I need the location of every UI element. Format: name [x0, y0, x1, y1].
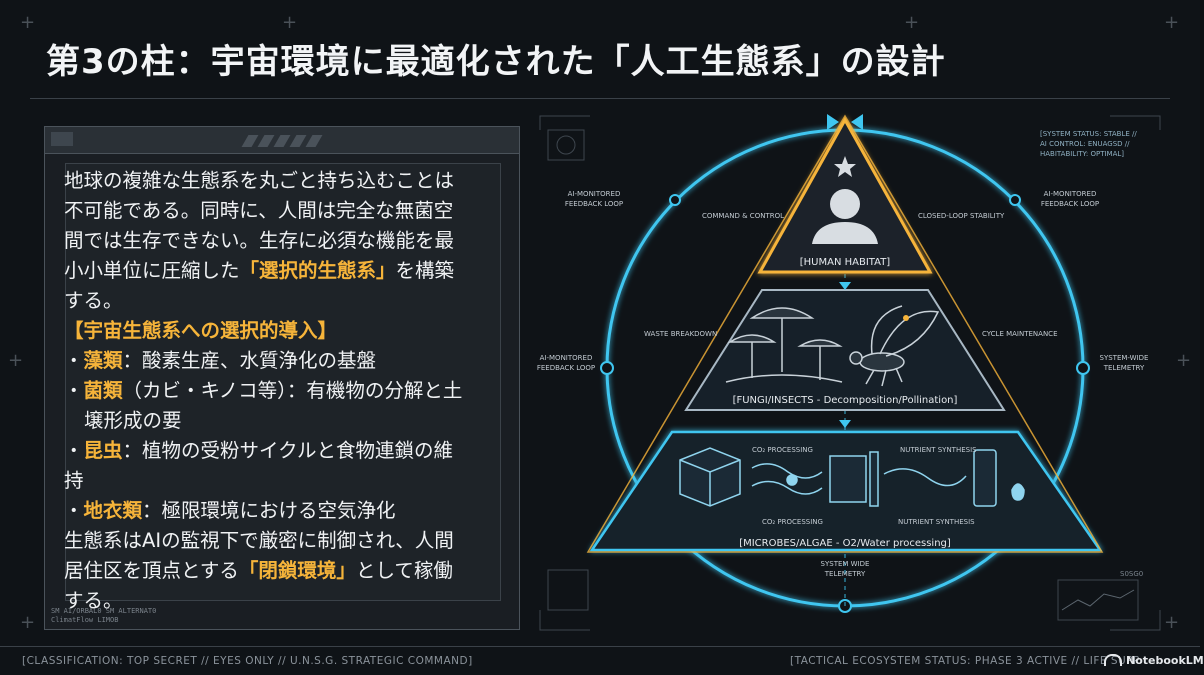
label-ai-loop-tl: AI-MONITORED [568, 190, 621, 198]
microbe-cube-icon [679, 447, 741, 507]
intro-paragraph: 地球の複雑な生態系を丸ごと持ち込むことは不可能である。同時に、人間は完全な無菌空… [64, 166, 464, 316]
star-icon [834, 156, 856, 177]
label-telemetry-b: TELEMETRY [824, 570, 866, 578]
human-icon [812, 156, 878, 244]
intro-text-end: を構築する。 [64, 259, 455, 312]
label-ai-loop-tl: FEEDBACK LOOP [565, 200, 623, 208]
corner-cross-icon: + [20, 12, 36, 33]
closing-text-end: として稼働する。 [64, 559, 453, 612]
status-line: HABITABILITY: OPTIMAL] [1040, 150, 1124, 158]
list-item-key: 昆虫 [83, 439, 123, 462]
brand-badge: NotebookLM [1104, 650, 1204, 670]
label-telemetry-r: TELEMETRY [1103, 364, 1145, 372]
insect-icon [849, 305, 940, 387]
status-footer: [TACTICAL ECOSYSTEM STATUS: PHASE 3 ACTI… [790, 655, 1140, 667]
label-ai-loop-tr: AI-MONITORED [1044, 190, 1097, 198]
list-item-text: （カビ・キノコ等）：有機物の分解と土壌形成の要 [84, 379, 463, 432]
corner-cross-icon: + [1164, 612, 1180, 633]
highlight-closed-environment: 「閉鎖環境」 [238, 559, 356, 582]
panel-footnote: SM AI/ORBAL0 SM ALTERNAT0 ClimatFlow LIM… [51, 607, 156, 625]
text-panel: SM AI/ORBAL0 SM ALTERNAT0 ClimatFlow LIM… [44, 126, 520, 630]
pyramid-outline [586, 114, 1104, 553]
panel-stripe [289, 135, 307, 147]
list-item: ・菌類（カビ・キノコ等）：有機物の分解と土壌形成の要 [64, 379, 463, 432]
filter-panel-icon [829, 451, 879, 507]
corner-cross-icon: + [904, 12, 920, 33]
list-item-key: 地衣類 [83, 499, 143, 522]
panel-chip [51, 132, 73, 146]
ecosystem-diagram: [HUMAN HABITAT] [FUNGI/INSECTS - Decompo… [537, 114, 1161, 631]
list-item-key: 藻類 [83, 349, 123, 372]
tier-top-label: [HUMAN HABITAT] [800, 257, 891, 268]
list-item-text: ：植物の受粉サイクルと食物連鎖の維持 [64, 439, 454, 492]
ring-node [1009, 194, 1021, 206]
ring-node [669, 194, 681, 206]
classification-footer: [CLASSIFICATION: TOP SECRET // EYES ONLY… [22, 655, 473, 667]
tier-middle-fungi [684, 289, 1006, 411]
notebooklm-logo-icon [1104, 654, 1122, 666]
panel-footnote-line: ClimatFlow LIMOB [51, 616, 119, 624]
hud-frame [539, 115, 1161, 631]
tier-bottom-label: [MICROBES/ALGAE - O2/Water processing] [739, 538, 951, 549]
closing-paragraph: 生態系はAIの監視下で厳密に制御され、人間居住区を頂点とする「閉鎖環境」として稼… [64, 526, 464, 616]
closing-text: 生態系はAIの監視下で厳密に制御され、人間居住区を頂点とする [64, 529, 454, 582]
corner-code: S0SG0 [1120, 570, 1143, 578]
corner-cross-icon: + [1164, 12, 1180, 33]
co2-flow-icon [751, 463, 823, 495]
status-line: [SYSTEM STATUS: STABLE // [1040, 130, 1137, 138]
label-ai-loop-l: FEEDBACK LOOP [537, 364, 595, 372]
mushroom-icon [725, 307, 843, 383]
ring-node [1076, 361, 1090, 375]
intro-text: 地球の複雑な生態系を丸ごと持ち込むことは不可能である。同時に、人間は完全な無菌空… [64, 169, 455, 282]
label-ai-loop-tr: FEEDBACK LOOP [1041, 200, 1099, 208]
label-telemetry-r: SYSTEM-WIDE [1100, 354, 1149, 362]
label-co2-bottom: CO₂ PROCESSING [762, 518, 823, 526]
label-waste-breakdown: WASTE BREAKDOWN [644, 330, 717, 338]
panel-inner [65, 163, 501, 601]
label-cycle-maintenance: CYCLE MAINTENANCE [982, 330, 1058, 338]
water-tank-icon [883, 449, 1025, 507]
panel-stripe [257, 135, 275, 147]
label-ai-loop-l: AI-MONITORED [540, 354, 593, 362]
label-command-control: COMMAND & CONTROL [702, 212, 784, 220]
label-nutrient-top: NUTRIENT SYNTHESIS [900, 446, 977, 454]
list-item-text: ：酸素生産、水質浄化の基盤 [122, 349, 377, 372]
list-item-text: ：極限環境における空気浄化 [142, 499, 396, 522]
footer-divider [0, 646, 1200, 647]
page-title: 第3の柱：宇宙環境に最適化された「人工生態系」の設計 [46, 42, 946, 82]
label-closed-loop: CLOSED-LOOP STABILITY [918, 212, 1005, 220]
list-item: ・藻類：酸素生産、水質浄化の基盤 [64, 349, 377, 372]
corner-cross-icon: + [20, 612, 36, 633]
ring-node [600, 361, 614, 375]
panel-stripe [305, 135, 323, 147]
tier-mid-label: [FUNGI/INSECTS - Decomposition/Pollinati… [733, 395, 958, 406]
list-item: ・地衣類：極限環境における空気浄化 [64, 499, 396, 522]
corner-cross-icon: + [1176, 350, 1192, 371]
corner-cross-icon: + [8, 350, 24, 371]
panel-footnote-line: SM AI/ORBAL0 SM ALTERNAT0 [51, 607, 157, 615]
flow-arrow-icon [827, 114, 863, 428]
panel-stripe [241, 135, 259, 147]
panel-stripe [273, 135, 291, 147]
list-item-key: 菌類 [83, 379, 123, 402]
status-line: AI CONTROL: ENUAGSD // [1040, 140, 1130, 148]
section-heading: 【宇宙生態系への選択的導入】 [64, 319, 338, 342]
panel-body: 地球の複雑な生態系を丸ごと持ち込むことは不可能である。同時に、人間は完全な無菌空… [64, 166, 464, 616]
label-nutrient-bottom: NUTRIENT SYNTHESIS [898, 518, 975, 526]
label-co2-top: CO₂ PROCESSING [752, 446, 813, 454]
highlight-selective-ecosystem: 「選択的生態系」 [239, 259, 396, 282]
corner-cross-icon: + [282, 12, 298, 33]
list-item: ・昆虫：植物の受粉サイクルと食物連鎖の維持 [64, 439, 454, 492]
title-divider [30, 98, 1170, 99]
brand-name: NotebookLM [1126, 653, 1204, 667]
label-telemetry-b: SYSTEM WIDE [821, 560, 870, 568]
panel-header-bar [45, 127, 519, 154]
